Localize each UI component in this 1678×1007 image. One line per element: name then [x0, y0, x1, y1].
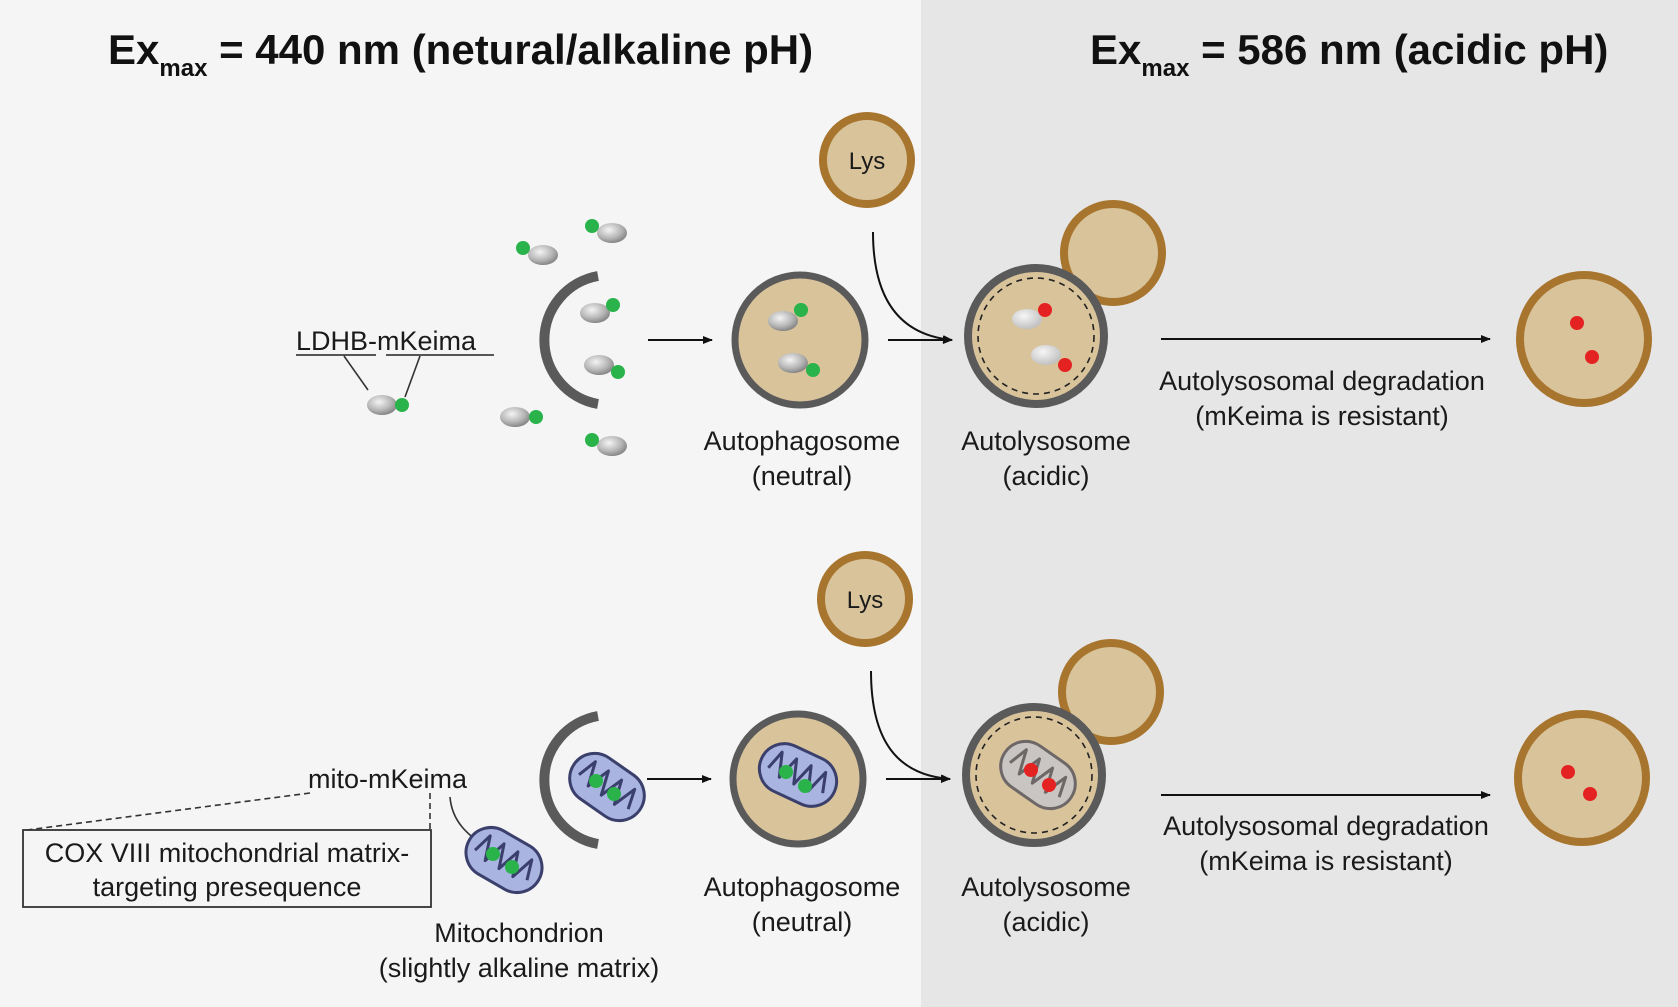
presequence-box: [22, 829, 432, 908]
autophagosome-sublabel: (neutral): [752, 461, 853, 491]
lysosome: [819, 112, 915, 208]
fusing-lysosome: [1060, 200, 1166, 306]
probe-molecule: [516, 241, 558, 265]
mkeima-dot: [798, 779, 812, 793]
autolysosome-label: Autolysosome: [961, 426, 1131, 456]
presequence-line2: targeting presequence: [93, 872, 362, 902]
phagophore: [539, 271, 599, 409]
probe-molecule: [585, 219, 627, 243]
probe-molecule: [1012, 303, 1052, 329]
mkeima-dot: [486, 847, 500, 861]
autophagosome: [731, 271, 869, 409]
degraded-autolysosome: [1514, 710, 1650, 846]
mitochondrion-label: Mitochondrion: [434, 918, 604, 948]
lysosome-label: Lys: [847, 587, 883, 614]
mkeima-dot: [779, 765, 793, 779]
mkeima-dot: [1570, 316, 1584, 330]
fusion-arrow: [872, 231, 953, 344]
autolysosome-label: Autolysosome: [961, 872, 1131, 902]
autophagosome-label: Autophagosome: [704, 426, 901, 456]
probe-molecule: [367, 395, 409, 415]
autolysosome-sublabel: (acidic): [1002, 461, 1089, 491]
autophagosome-label: Autophagosome: [704, 872, 901, 902]
mkeima-pointer: [404, 355, 421, 398]
probe-molecule: [500, 407, 543, 427]
degradation-sublabel: (mKeima is resistant): [1195, 401, 1449, 431]
callout-line: [26, 792, 311, 831]
degraded-autolysosome: [1516, 271, 1652, 407]
degradation-sublabel: (mKeima is resistant): [1199, 846, 1453, 876]
header-right: Exmax = 586 nm (acidic pH): [1090, 26, 1608, 82]
probe-molecule: [580, 298, 620, 323]
phagophore: [539, 711, 599, 849]
autophagosome-sublabel: (neutral): [752, 907, 853, 937]
probe-molecule: [584, 355, 625, 379]
probe-molecule: [768, 303, 808, 331]
mkeima-dot: [1585, 350, 1599, 364]
mkeima-dot: [1561, 765, 1575, 779]
degradation-label: Autolysosomal degradation: [1163, 811, 1489, 841]
probe-molecule: [585, 433, 627, 456]
autolysosome: [964, 264, 1108, 408]
fusion-arrow: [870, 670, 951, 783]
mito-mkeima-label: mito-mKeima: [308, 764, 468, 794]
mkeima-dot: [505, 860, 519, 874]
degradation-label: Autolysosomal degradation: [1159, 366, 1485, 396]
mkeima-dot: [1583, 787, 1597, 801]
lysosome: [817, 551, 913, 647]
inner-membrane: [975, 716, 1093, 834]
inner-membrane: [977, 277, 1095, 395]
mkeima-dot: [607, 787, 621, 801]
header-left: Exmax = 440 nm (netural/alkaline pH): [108, 26, 813, 82]
mkeima-dot: [589, 774, 603, 788]
ldhb-mkeima-label: LDHB-mKeima: [296, 326, 477, 356]
probe-molecule: [778, 353, 820, 377]
probe-molecule: [1031, 345, 1072, 372]
mkeima-dot: [1024, 763, 1038, 777]
autolysosome-sublabel: (acidic): [1002, 907, 1089, 937]
mitochondrion-sublabel: (slightly alkaline matrix): [379, 953, 660, 983]
fusing-lysosome: [1058, 639, 1164, 745]
mkeima-dot: [1042, 778, 1056, 792]
lysosome-label: Lys: [849, 148, 885, 175]
ldhb-pointer: [343, 355, 369, 391]
presequence-line1: COX VIII mitochondrial matrix-: [45, 838, 410, 868]
